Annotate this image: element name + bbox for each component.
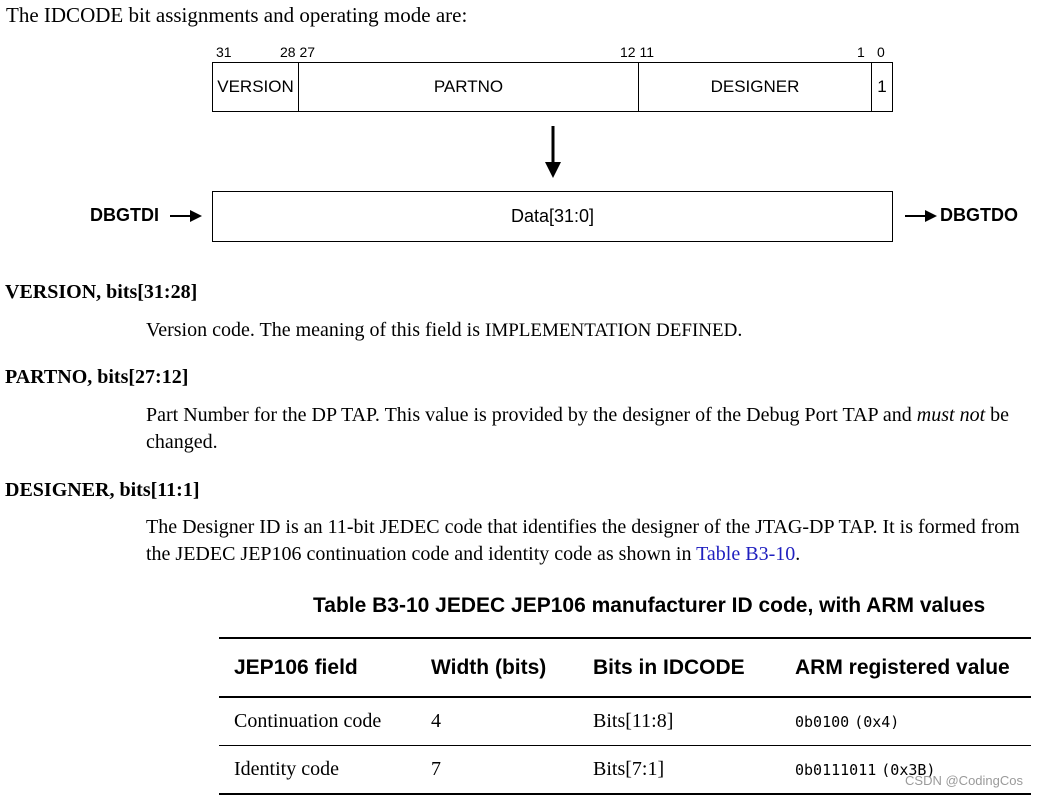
cell-field: Continuation code (219, 697, 416, 746)
version-heading: VERSION, bits[31:28] (5, 281, 198, 303)
value-hex: (0x4) (854, 713, 900, 731)
partno-text: Part Number for the DP TAP. This value i… (146, 404, 917, 426)
partno-heading: PARTNO, bits[27:12] (5, 366, 189, 388)
arrow-right-icon (905, 210, 937, 222)
cell-field: Identity code (219, 745, 416, 795)
version-description: Version code. The meaning of this field … (146, 317, 1026, 344)
bit-label-12-11: 12 11 (620, 44, 654, 60)
field-box-bit0: 1 (872, 62, 893, 112)
data-register-box: Data[31:0] (212, 191, 893, 242)
table-caption: Table B3-10 JEDEC JEP106 manufacturer ID… (313, 594, 986, 617)
table-row: Identity code 7 Bits[7:1] 0b0111011 (0x3… (219, 745, 1031, 795)
field-box-partno: PARTNO (299, 62, 639, 112)
field-box-designer: DESIGNER (639, 62, 872, 112)
designer-description: The Designer ID is an 11-bit JEDEC code … (146, 514, 1026, 568)
partno-text-end: be changed. (146, 404, 1010, 453)
cell-bits: Bits[11:8] (578, 697, 780, 746)
version-text: Version code. The meaning of this field … (146, 319, 486, 341)
cell-width: 4 (416, 697, 578, 746)
arrow-down-icon (545, 126, 561, 178)
bit-label-0: 0 (877, 44, 885, 60)
cell-bits: Bits[7:1] (578, 745, 780, 795)
column-header: Bits in IDCODE (578, 637, 780, 698)
dbgtdi-label: DBGTDI (90, 205, 159, 225)
jep106-table: JEP106 field Width (bits) Bits in IDCODE… (219, 637, 1031, 795)
value-code: 0b0111011 (795, 761, 877, 779)
designer-text: The Designer ID is an 11-bit JEDEC code … (146, 516, 1020, 565)
intro-text: The IDCODE bit assignments and operating… (6, 3, 468, 27)
cell-value: 0b0100 (0x4) (780, 697, 1031, 746)
value-hex: (0x3B) (881, 761, 936, 779)
dbgtdo-label: DBGTDO (940, 205, 1018, 225)
table-b3-10-link[interactable]: Table B3-10 (696, 543, 796, 565)
version-text-end: . (737, 319, 743, 341)
column-header: JEP106 field (219, 637, 416, 698)
cell-width: 7 (416, 745, 578, 795)
bit-label-31: 31 (216, 44, 232, 60)
table-header-row: JEP106 field Width (bits) Bits in IDCODE… (219, 637, 1031, 698)
partno-description: Part Number for the DP TAP. This value i… (146, 402, 1026, 456)
must-not-emphasis: must not (916, 404, 986, 426)
bit-label-28-27: 28 27 (280, 44, 316, 60)
bit-label-1: 1 (857, 44, 865, 60)
field-box-version: VERSION (212, 62, 299, 112)
cell-value: 0b0111011 (0x3B) (780, 745, 1031, 795)
designer-heading: DESIGNER, bits[11:1] (5, 479, 200, 501)
watermark: CSDN @CodingCos (905, 773, 1023, 788)
table-row: Continuation code 4 Bits[11:8] 0b0100 (0… (219, 697, 1031, 746)
designer-text-end: . (795, 543, 801, 565)
column-header: ARM registered value (780, 637, 1031, 698)
implementation-defined-term: IMPLEMENTATION DEFINED (485, 320, 738, 341)
arrow-right-icon (170, 210, 202, 222)
value-code: 0b0100 (795, 713, 850, 731)
column-header: Width (bits) (416, 637, 578, 698)
